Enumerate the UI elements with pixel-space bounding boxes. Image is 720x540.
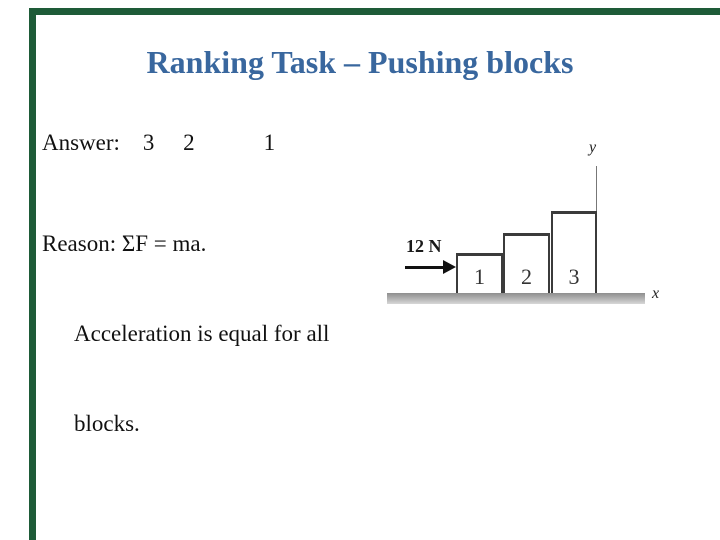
reason-line: blocks.: [74, 411, 140, 436]
block-label: 3: [568, 264, 580, 289]
y-axis-line: [596, 166, 597, 211]
page-title: Ranking Task – Pushing blocks: [146, 44, 574, 80]
reason-line: Acceleration is equal for all: [74, 321, 330, 346]
y-axis-label: y: [589, 139, 597, 156]
block-3: 3: [551, 211, 597, 295]
answer-text: Answer: 3 2 1: [42, 130, 276, 155]
block-1: 1: [456, 253, 503, 295]
ground-surface: [387, 293, 645, 304]
reason-text: Reason: ΣF = ma. Acceleration is equal f…: [42, 169, 329, 499]
reason-line: Reason: ΣF = ma.: [42, 231, 207, 256]
physics-diagram: y 12 N 1 2 3 x: [380, 135, 680, 315]
block-label: 2: [521, 264, 532, 289]
slide-border-top-line: [29, 8, 720, 15]
x-axis-label: x: [652, 285, 660, 302]
slide-border-left-line: [29, 8, 36, 540]
force-label: 12 N: [406, 236, 442, 256]
force-arrow-head-icon: [443, 260, 456, 274]
force-arrow-shaft: [405, 266, 443, 269]
block-label: 1: [474, 264, 485, 289]
block-2: 2: [503, 233, 550, 295]
